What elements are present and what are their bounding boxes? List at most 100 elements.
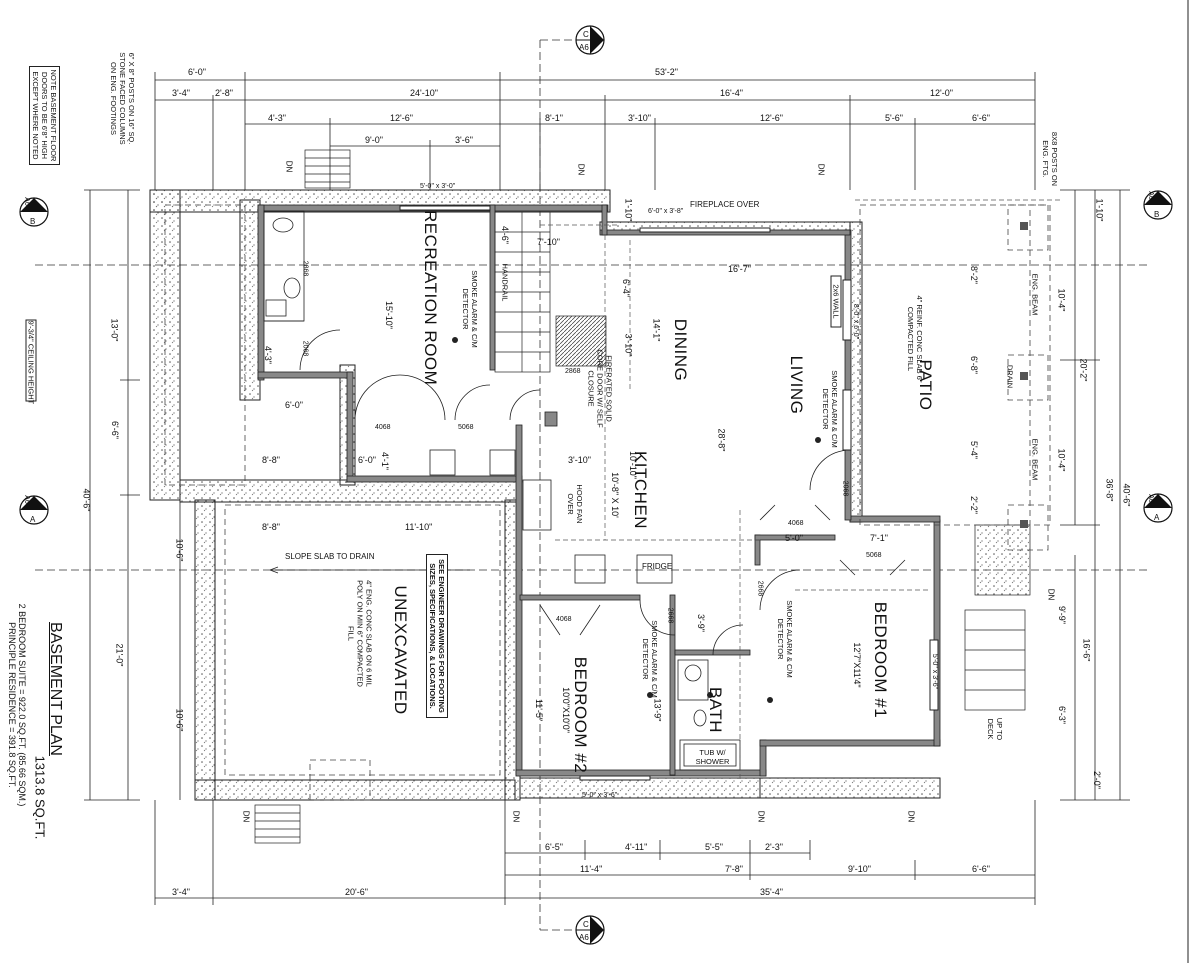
room-living: LIVING <box>787 355 806 415</box>
rec-bath <box>263 210 305 322</box>
dim-bot-9-10: 9'-10" <box>848 864 871 874</box>
section-marker-right-b: B <box>1143 190 1173 220</box>
dim-left-40-6: 40'-6" <box>81 488 92 512</box>
room-bedroom2: BEDROOM #2 <box>571 656 590 774</box>
dim-in-3-9: 3'-9" <box>695 614 706 632</box>
room-bedroom1-size: 12'7"X11'4" <box>852 642 862 688</box>
svg-text:A: A <box>1154 513 1160 522</box>
note-floor-doors: NOTE BASEMENT FLOOR DOORS TO BE 6'8" HIG… <box>29 66 60 165</box>
dim-in-5-4: 5'-4" <box>968 441 979 459</box>
stair-dn-bottom: DN <box>241 810 251 823</box>
dim-right-6-3: 6'-3" <box>1056 706 1067 724</box>
dim-top-53-2: 53'-2" <box>655 67 678 77</box>
stair-dn-bottom-mid: DN <box>511 810 521 823</box>
section-marker-right-a: A <box>1143 493 1173 523</box>
dim-bot-4-11: 4'-11" <box>625 842 648 852</box>
stair-dn-bottom-right: DN <box>756 810 766 823</box>
dim-bot-11-4: 11'-4" <box>580 864 603 874</box>
door-tag-rec-5068: 5068 <box>458 424 474 431</box>
dim-bot-6-5: 6'-5" <box>545 842 563 852</box>
dim-top-8-1: 8'-1" <box>545 113 563 123</box>
bath-sink-icon <box>684 664 702 682</box>
door-tag-rec-closet: 2068 <box>301 340 309 357</box>
bottom-dimension-lines <box>154 800 1036 905</box>
dim-in-6-0a: 6'-0" <box>285 400 303 410</box>
dim-in-4-3: 4'-3" <box>262 346 273 364</box>
dim-in-6-4: 6'-4" <box>620 279 631 297</box>
stairs-interior <box>494 211 607 373</box>
door-tag-bed2-closet: 4068 <box>556 616 572 623</box>
dim-in-8-8a: 8'-8" <box>262 455 280 465</box>
window-tag-dining: 6'-0" x 3'-8" <box>648 208 684 215</box>
dim-right-10-4a: 10'-4" <box>1056 288 1067 312</box>
svg-text:B: B <box>1154 210 1159 219</box>
note-engineer: SEE ENGINEER DRAWINGS FOR FOOTING SIZES,… <box>426 554 448 718</box>
note-eng-beam-1: ENG. BEAM <box>1030 273 1040 316</box>
note-up-deck: UP TO DECK <box>986 717 1004 741</box>
window-tag-living: 8'-0" x 6'-0" <box>852 303 860 340</box>
dim-in-1-10: 1'-10" <box>623 198 634 222</box>
note-eng-posts: 8X8 POSTS ON ENG. FTG. <box>1041 131 1059 187</box>
dim-right-36-8: 36'-8" <box>1104 478 1115 502</box>
dim-bot-20-6: 20'-6" <box>345 887 368 897</box>
marker-left-a-sheet: A6 <box>22 495 30 504</box>
foundation-walls <box>149 189 941 801</box>
marker-letter: C <box>583 30 589 39</box>
door-tag-bed1-closet: 4068 <box>788 520 804 527</box>
dim-in-4-1: 4'-1" <box>379 452 390 470</box>
section-marker-left-a: A <box>19 495 49 525</box>
window-tag-rec: 5'-0" x 3'-0" <box>420 183 456 190</box>
door-tag-rec-bath: 2868 <box>301 260 309 277</box>
marker-sheet: A6 <box>579 43 589 52</box>
dim-left-21-0: 21'-0" <box>114 643 125 667</box>
dim-top-6-0: 6'-0" <box>188 67 206 77</box>
note-ceiling: 9'-3/4" CEILING HEIGHT <box>25 319 37 405</box>
room-bedroom2-size: 10'0"X10'0" <box>561 687 571 733</box>
dim-in-8-2: 8'-2" <box>968 266 979 284</box>
door-tag-bath: 2668 <box>666 607 674 624</box>
unexcavated-outline <box>164 204 501 801</box>
room-recreation: RECREATION ROOM <box>421 210 440 386</box>
dim-right-16-6: 16'-6" <box>1081 638 1092 662</box>
dim-in-28-8: 28'-8" <box>716 428 727 452</box>
dim-top-12-6a: 12'-6" <box>390 113 413 123</box>
dim-top-3-6: 3'-6" <box>455 135 473 145</box>
note-hood: HOOD FAN OVER <box>566 484 584 524</box>
dim-top-4-3: 4'-3" <box>268 113 286 123</box>
dim-right-2-0: 2'-0" <box>1091 771 1102 789</box>
dim-right-20-2: 20'-2" <box>1078 358 1089 382</box>
plan-area: 1313.8 SQ.FT. <box>32 755 48 840</box>
patio-posts <box>1020 222 1028 528</box>
dim-top-3-10: 3'-10" <box>628 113 651 123</box>
dim-in-6-0b: 6'-0" <box>358 455 376 465</box>
dim-in-7-1: 7'-1" <box>870 533 888 543</box>
room-dining: DINING <box>671 318 690 382</box>
bath-fixtures <box>677 659 741 771</box>
side-dimension-lines <box>84 189 1130 801</box>
dim-in-6-8: 6'-8" <box>968 356 979 374</box>
dim-in-11-5: 11'-5" <box>534 698 545 722</box>
stair-dn-deck: DN <box>1046 588 1056 601</box>
window-tag-bed1: 5'-0" x 3'-6" <box>931 653 939 690</box>
section-marker-top: C A6 <box>575 25 605 55</box>
note-eng-beam-2: ENG. BEAM <box>1030 438 1040 481</box>
dim-top-5-6: 5'-6" <box>885 113 903 123</box>
dim-top-12-6b: 12'-6" <box>760 113 783 123</box>
room-bedroom1: BEDROOM #1 <box>871 601 890 719</box>
dim-in-13-9: 13'-9" <box>652 698 663 722</box>
svg-text:C: C <box>583 920 589 929</box>
dim-bot-5-5: 5'-5" <box>705 842 723 852</box>
dim-top-16-4: 16'-4" <box>720 88 743 98</box>
note-slab: 4" ENG. CONC SLAB ON 6 MIL POLY ON MIN 6… <box>346 580 374 687</box>
marker-left-b-sheet: A6 <box>22 197 30 206</box>
dim-in-3-10a: 3'-10" <box>568 455 591 465</box>
dim-top-6-6: 6'-6" <box>972 113 990 123</box>
sink-icon <box>272 217 294 233</box>
dim-right-9-9: 9'-9" <box>1056 606 1067 624</box>
room-bath: BATH <box>706 686 725 734</box>
dim-top-9-0: 9'-0" <box>365 135 383 145</box>
bath-toilet-icon <box>693 709 707 727</box>
door-tag-living: 2068 <box>841 480 849 497</box>
dim-left-10-6b: 10'-6" <box>174 708 185 732</box>
